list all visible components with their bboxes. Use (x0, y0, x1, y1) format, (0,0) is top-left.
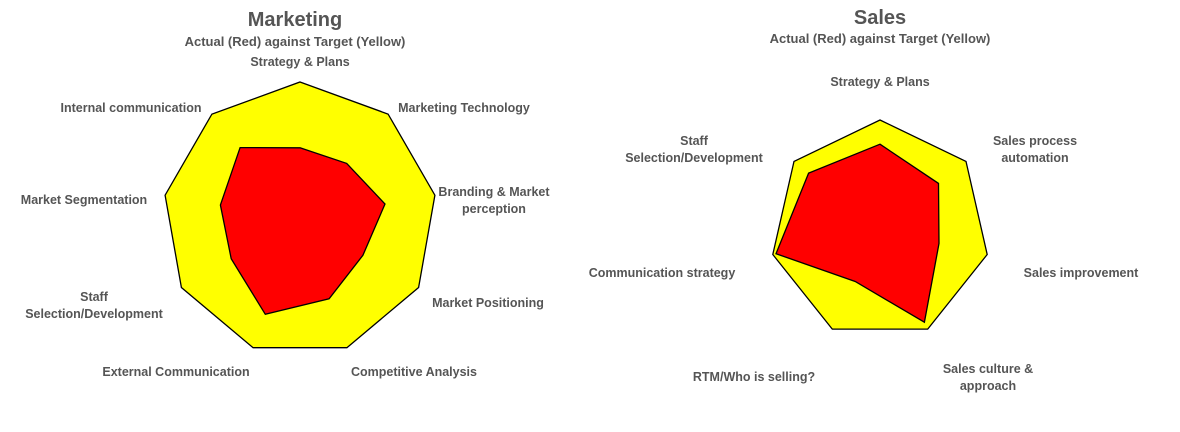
sales-axis-label: RTM/Who is selling? (693, 370, 815, 384)
marketing-axis-label: External Communication (102, 365, 249, 379)
marketing-chart-subtitle: Actual (Red) against Target (Yellow) (185, 34, 406, 49)
marketing-axis-label: Market Positioning (432, 296, 544, 310)
sales-axis-label: Communication strategy (589, 266, 736, 280)
marketing-axis-label: Market Segmentation (21, 193, 147, 207)
marketing-axis-label: Strategy & Plans (250, 55, 349, 69)
marketing-actual-series-area (219, 146, 386, 316)
marketing-axis-label: Internal communication (61, 101, 202, 115)
sales-radar-chart: Sales Actual (Red) against Target (Yello… (589, 7, 1139, 393)
sales-axis-label: Sales culture &approach (943, 362, 1033, 393)
marketing-radar-chart: Marketing Actual (Red) against Target (Y… (21, 9, 551, 379)
marketing-axis-label: Competitive Analysis (351, 365, 477, 379)
marketing-axis-label: Marketing Technology (398, 101, 530, 115)
sales-actual-series-area (775, 143, 940, 324)
sales-chart-subtitle: Actual (Red) against Target (Yellow) (770, 31, 991, 46)
sales-axis-label: Sales improvement (1024, 266, 1139, 280)
sales-axis-label: Strategy & Plans (830, 75, 929, 89)
marketing-chart-title: Marketing (248, 9, 342, 31)
sales-chart-title: Sales (854, 7, 906, 29)
